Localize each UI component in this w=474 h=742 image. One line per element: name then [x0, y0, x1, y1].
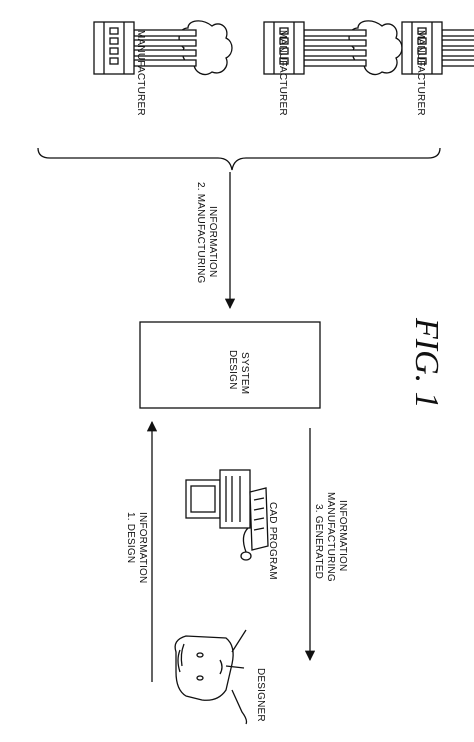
generated-info-label-1: 3. GENERATED: [313, 504, 324, 579]
design-system-box: [139, 321, 321, 409]
designer-label: DESIGNER: [255, 668, 266, 722]
computer-icon: [185, 469, 269, 561]
generated-info-label-3: INFORMATION: [337, 500, 348, 571]
design-system-label-1: DESIGN: [227, 350, 238, 390]
manufacturer-3: [401, 20, 474, 76]
manufacturing-info-label-2: INFORMATION: [207, 206, 218, 277]
manufacturer-1-label: MANUFACTURER: [135, 30, 146, 116]
manufacturer-1: [93, 20, 233, 76]
design-system-label-2: SYSTEM: [239, 352, 250, 394]
manufacturers-brace: [37, 147, 441, 171]
manufacturer-2-label: MANUFACTURER: [277, 30, 288, 116]
figure-label: FIG. 1: [408, 317, 445, 409]
generated-info-label-2: MANUFACTURING: [325, 492, 336, 582]
design-info-label-1: 1. DESIGN: [125, 512, 136, 563]
design-info-label-2: INFORMATION: [137, 512, 148, 583]
designer-icon: [174, 629, 248, 725]
manufacturer-3-label: MANUFACTURER: [415, 30, 426, 116]
cad-program-label: CAD PROGRAM: [267, 502, 278, 580]
manufacturing-info-label-1: 2. MANUFACTURING: [195, 182, 206, 284]
